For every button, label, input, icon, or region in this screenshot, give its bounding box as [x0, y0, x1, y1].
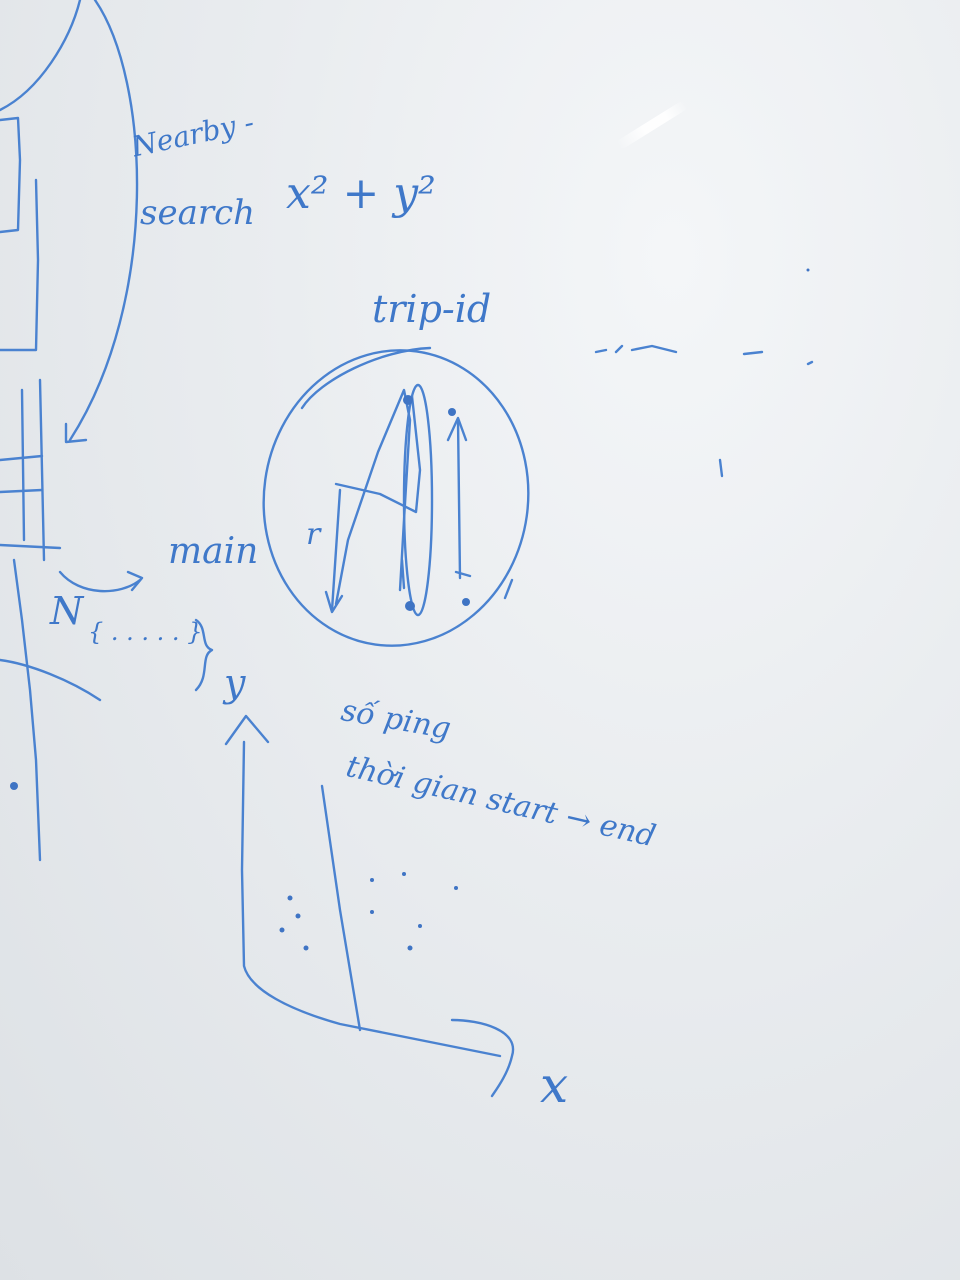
left-frame-line-2	[0, 178, 40, 352]
circle-right-tick	[503, 578, 514, 600]
right-brace	[194, 618, 214, 692]
point-top-right	[448, 408, 456, 416]
scatter-point	[418, 924, 422, 928]
left-lower-line	[12, 558, 42, 862]
long-arc-arrowhead	[64, 422, 88, 444]
main-curve-arrow	[58, 570, 142, 593]
left-grid-vertical-1	[20, 388, 26, 542]
arrow-down-mid	[400, 558, 406, 590]
stray-dot-left	[10, 782, 18, 790]
x-axis-label: x	[540, 1056, 569, 1114]
scatter-point	[370, 910, 374, 914]
circle-top-stroke	[300, 346, 432, 410]
top-left-curve	[0, 0, 82, 112]
second-vertical-line	[320, 784, 362, 1032]
search-circle	[262, 349, 530, 647]
point-top-mid	[403, 395, 413, 405]
left-grid-horizontal-2	[0, 488, 44, 494]
point-bottom-mid	[405, 601, 415, 611]
faint-dot-far-right	[806, 268, 810, 272]
main-curve-arrowhead	[126, 570, 144, 592]
scatter-point	[295, 913, 301, 919]
scatter-point	[279, 927, 285, 933]
zigzag-route-2	[334, 394, 422, 514]
zigzag-route	[334, 388, 412, 606]
y-axis-label: y	[224, 661, 246, 705]
arrow-down-left-head	[324, 590, 344, 614]
brace-contents: { . . . . . }	[88, 618, 203, 646]
faint-mark-right	[594, 344, 814, 366]
n-label: N	[50, 589, 84, 633]
y-axis-line	[240, 740, 502, 1058]
faint-tick-right	[718, 458, 724, 478]
radius-label: r	[306, 517, 321, 552]
vertical-arrow-right-tail	[454, 570, 472, 578]
x-axis-arrowhead	[450, 1018, 515, 1098]
distance-formula: x² + y²	[286, 168, 436, 219]
scatter-point	[407, 945, 413, 951]
scatter-point	[402, 872, 406, 876]
scatter-point	[303, 945, 309, 951]
scatter-point	[454, 886, 458, 890]
main-label: main	[168, 531, 259, 572]
search-label-text: search	[140, 193, 256, 233]
left-grid-vertical-2	[38, 378, 46, 562]
vertical-arrow-right-head	[446, 416, 468, 442]
left-grid-horizontal-3	[0, 543, 62, 550]
vertical-arrow-right	[456, 418, 462, 580]
left-grid-horizontal-1	[0, 454, 44, 462]
left-frame-line	[0, 116, 22, 234]
scatter-point	[287, 895, 293, 901]
trip-id-label: trip-id	[372, 287, 492, 331]
scatter-point	[370, 878, 374, 882]
arrow-down-left	[330, 488, 342, 612]
point-bottom-right	[462, 598, 470, 606]
y-axis-arrowhead	[224, 714, 270, 746]
inner-oval	[402, 383, 434, 617]
long-arc-arrow	[68, 0, 139, 442]
left-lower-curve	[0, 658, 102, 702]
